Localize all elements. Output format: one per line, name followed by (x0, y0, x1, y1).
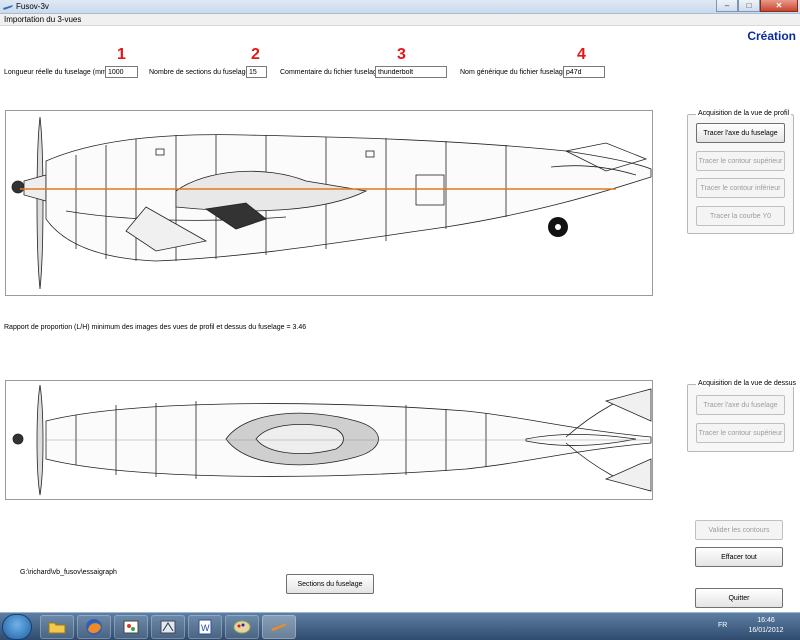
length-label: Longueur réelle du fuselage (mm) (4, 69, 110, 76)
paint-icon[interactable] (225, 615, 259, 639)
profile-group-title: Acquisition de la vue de profil (696, 110, 792, 117)
title-bar[interactable]: Fusov-3v – □ ✕ (0, 0, 800, 14)
mode-label: Création (747, 29, 796, 43)
window-controls: – □ ✕ (716, 0, 798, 13)
marker-2: 2 (251, 46, 260, 63)
top-drawing (12, 384, 652, 496)
app-icon (3, 5, 13, 10)
window-title: Fusov-3v (16, 2, 49, 11)
clear-all-button[interactable]: Effacer tout (695, 547, 783, 567)
marker-3: 3 (397, 46, 406, 63)
top-group-title: Acquisition de la vue de dessus (696, 380, 799, 387)
close-button[interactable]: ✕ (760, 0, 798, 12)
marker-4: 4 (577, 46, 586, 63)
trace-upper-contour-top-button[interactable]: Tracer le contour supérieur (696, 423, 785, 443)
menu-bar: Importation du 3-vues (0, 14, 800, 26)
trace-upper-contour-profile-button[interactable]: Tracer le contour supérieur (696, 151, 785, 171)
trace-lower-contour-button[interactable]: Tracer le contour inférieur (696, 178, 785, 198)
firefox-icon[interactable] (77, 615, 111, 639)
marker-1: 1 (117, 46, 126, 63)
sections-field[interactable] (246, 66, 267, 78)
profile-drawing (11, 116, 652, 290)
clock[interactable]: 16:46 16/01/2012 (742, 616, 790, 636)
svg-text:W: W (201, 623, 210, 633)
profile-acquisition-group: Acquisition de la vue de profil Tracer l… (687, 110, 794, 234)
comment-field[interactable] (375, 66, 447, 78)
length-field[interactable] (105, 66, 138, 78)
visual-basic-icon[interactable] (151, 615, 185, 639)
top-view-image[interactable] (5, 380, 653, 500)
minimize-button[interactable]: – (716, 0, 738, 12)
file-path: G:\richard\vb_fusov\essaigraph (20, 569, 117, 576)
clock-time: 16:46 (757, 617, 775, 624)
name-field[interactable] (563, 66, 605, 78)
start-button[interactable] (2, 614, 32, 640)
paint-icon[interactable] (114, 615, 148, 639)
validate-contours-button[interactable]: Valider les contours (695, 520, 783, 540)
comment-label: Commentaire du fichier fuselage (280, 69, 381, 76)
profile-view-image[interactable] (5, 110, 653, 296)
language-indicator[interactable]: FR (718, 622, 728, 629)
name-label: Nom générique du fichier fuselage (460, 69, 567, 76)
sections-label: Nombre de sections du fuselage (149, 69, 250, 76)
top-acquisition-group: Acquisition de la vue de dessus Tracer l… (687, 380, 799, 452)
menu-item-importation[interactable]: Importation du 3-vues (4, 15, 82, 24)
trace-axis-top-button[interactable]: Tracer l'axe du fuselage (696, 395, 785, 415)
clock-date: 16/01/2012 (748, 627, 784, 634)
taskbar: W FR 16:46 16/01/2012 (0, 612, 800, 640)
fusov-icon[interactable] (262, 615, 296, 639)
word-icon[interactable]: W (188, 615, 222, 639)
trace-axis-profile-button[interactable]: Tracer l'axe du fuselage (696, 123, 785, 143)
explorer-icon[interactable] (40, 615, 74, 639)
trace-y0-curve-button[interactable]: Tracer la courbe Y0 (696, 206, 785, 226)
ratio-text: Rapport de proportion (L/H) minimum des … (4, 324, 307, 331)
quit-button[interactable]: Quitter (695, 588, 783, 608)
maximize-button[interactable]: □ (738, 0, 760, 12)
fuselage-sections-button[interactable]: Sections du fuselage (286, 574, 374, 594)
